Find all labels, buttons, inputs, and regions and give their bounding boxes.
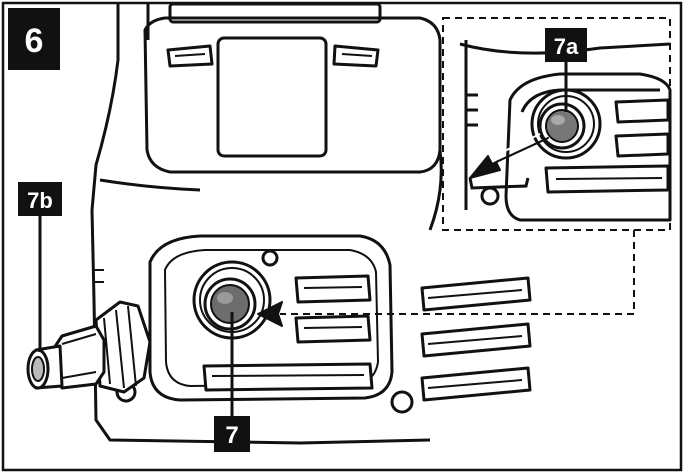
callout-7a-label: 7a: [545, 28, 587, 62]
hose-connector: [26, 300, 152, 394]
callout-7-label: 7: [214, 416, 250, 452]
high-pressure-outlet: [192, 260, 272, 340]
detail-inset: [442, 17, 672, 231]
callout-7b-label: 7b: [18, 182, 62, 216]
removal-arrow-icon: [468, 133, 549, 190]
display-window: [216, 36, 328, 158]
pointer-arrow-icon: [257, 301, 283, 327]
step-number-badge: 6: [8, 8, 60, 70]
callout-7a-text: 7a: [554, 34, 579, 59]
step-number: 6: [25, 22, 44, 60]
machine-lower-body: [92, 234, 532, 445]
callout-7-text: 7: [225, 422, 238, 449]
callout-7b-text: 7b: [27, 188, 53, 213]
base-screw-right: [390, 390, 414, 414]
panel-screw: [261, 249, 279, 267]
machine-upper-body: [90, 2, 443, 301]
inset-connector: [280, 230, 635, 315]
console-top-slot: [168, 2, 382, 24]
